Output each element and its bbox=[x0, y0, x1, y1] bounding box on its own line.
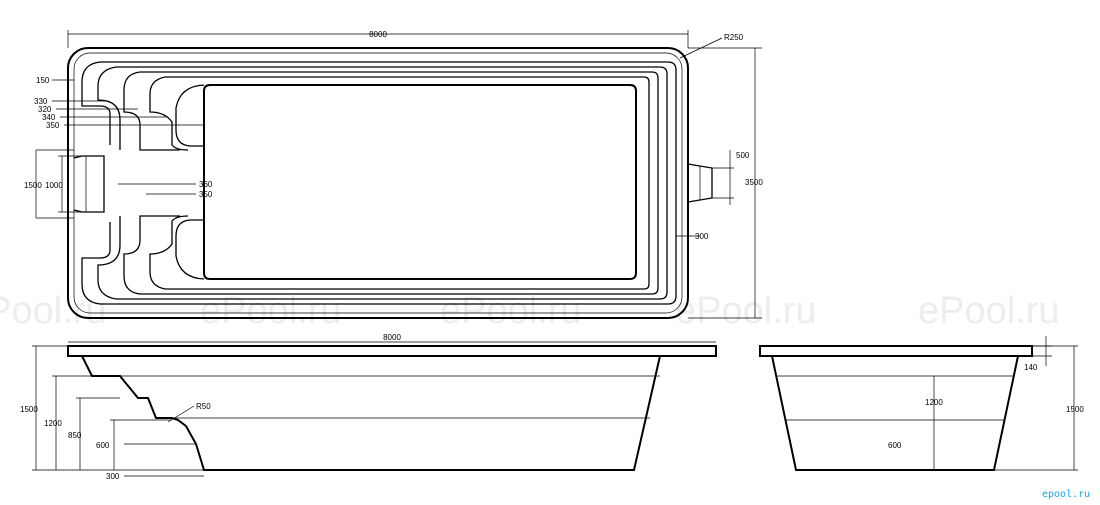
side-length-label: 8000 bbox=[383, 333, 401, 342]
leader-line bbox=[167, 405, 195, 423]
end-view: 140 1500 1200 600 bbox=[759, 336, 1084, 471]
pool-outer-rim bbox=[67, 47, 689, 319]
side-profile bbox=[81, 355, 661, 471]
end-depth-label: 1500 bbox=[1066, 405, 1084, 414]
stair-step-3-bottom bbox=[123, 215, 180, 295]
side-depth-label: 1500 bbox=[20, 405, 38, 414]
side-view: 8000 1500 1200 850 600 300 R50 bbox=[20, 333, 717, 481]
pool-edge-3 bbox=[140, 71, 659, 295]
pool-edge-4 bbox=[165, 76, 650, 290]
stair-step-4-top bbox=[149, 76, 189, 151]
stair-step-1-bottom bbox=[81, 222, 111, 305]
step-width-label: 320 bbox=[38, 105, 52, 114]
watermark: ePool.ru bbox=[200, 290, 342, 332]
watermark-group: ePool.ru ePool.ru ePool.ru ePool.ru ePoo… bbox=[0, 290, 1060, 332]
step-width-label: 340 bbox=[42, 113, 56, 122]
watermark: ePool.ru bbox=[675, 290, 817, 332]
left-recess bbox=[73, 155, 105, 213]
plan-length-label: 8000 bbox=[369, 30, 387, 39]
recess-outer-label: 1500 bbox=[24, 181, 42, 190]
side-rim bbox=[67, 345, 717, 357]
pool-rim-inner bbox=[73, 52, 683, 314]
pool-edge-1 bbox=[100, 61, 677, 305]
side-depth-600-label: 600 bbox=[96, 441, 110, 450]
watermark: ePool.ru bbox=[918, 290, 1060, 332]
stair-step-2-top bbox=[97, 66, 121, 150]
plan-view: 8000 R250 3500 500 300 1500 1000 150 330 bbox=[24, 30, 763, 319]
step-width-label: 350 bbox=[46, 121, 60, 130]
stair-step-2-bottom bbox=[97, 216, 121, 300]
watermark: ePool.ru bbox=[440, 290, 582, 332]
fillet-label: R50 bbox=[196, 402, 211, 411]
pool-edge-2 bbox=[116, 66, 668, 300]
bench-width-label: 360 bbox=[199, 180, 213, 189]
stair-step-3-top bbox=[123, 71, 180, 151]
corner-radius-label: R250 bbox=[724, 33, 744, 42]
side-depth-1200-label: 1200 bbox=[44, 419, 62, 428]
skimmer-offset-label: 300 bbox=[695, 232, 709, 241]
bench-width-label: 350 bbox=[199, 190, 213, 199]
stair-step-4-bottom bbox=[149, 215, 189, 290]
end-depth-1200-label: 1200 bbox=[925, 398, 943, 407]
plan-width-label: 3500 bbox=[745, 178, 763, 187]
end-profile bbox=[771, 355, 1019, 471]
stair-step-5-bottom bbox=[175, 219, 205, 280]
watermark: ePool.ru bbox=[0, 290, 107, 332]
stair-step-1-top bbox=[81, 61, 111, 145]
side-step-label: 300 bbox=[106, 472, 120, 481]
brand-logo: epool.ru bbox=[1042, 489, 1090, 500]
end-depth-600-label: 600 bbox=[888, 441, 902, 450]
rim-label: 150 bbox=[36, 76, 50, 85]
side-depth-850-label: 850 bbox=[68, 431, 82, 440]
pool-floor bbox=[203, 84, 637, 280]
end-rim bbox=[759, 345, 1033, 357]
recess-inner-label: 1000 bbox=[45, 181, 63, 190]
step-width-label: 330 bbox=[34, 97, 48, 106]
skimmer-width-label: 500 bbox=[736, 151, 750, 160]
stair-step-5-top bbox=[175, 84, 205, 147]
end-rim-label: 140 bbox=[1024, 363, 1038, 372]
